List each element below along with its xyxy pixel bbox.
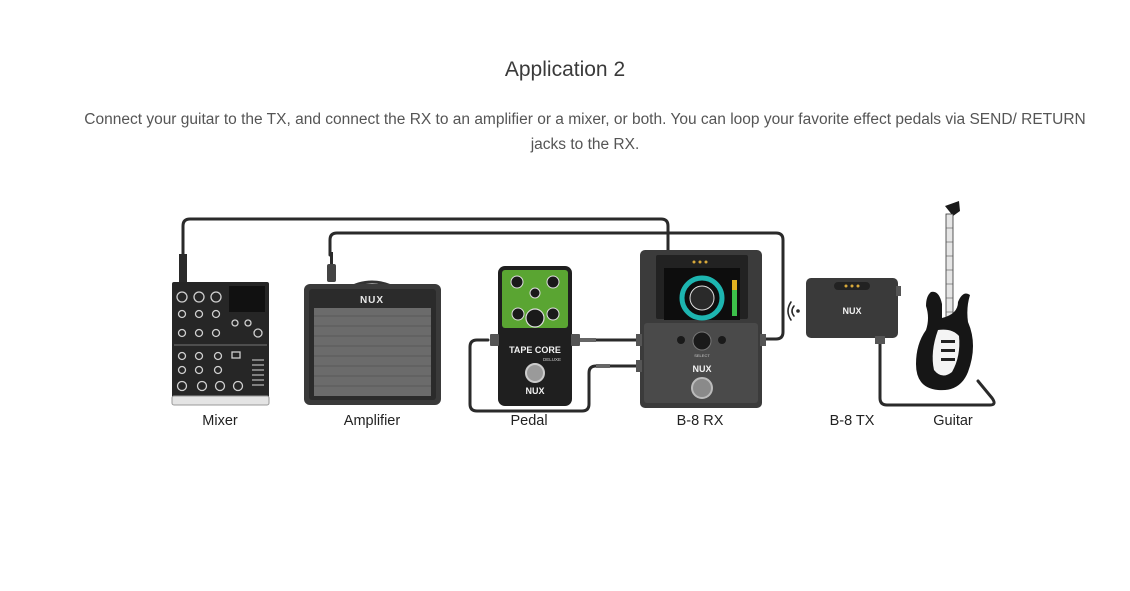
rx-select-label: SELECT (694, 353, 710, 358)
rx-logo: NUX (692, 364, 711, 374)
pedal-label: Pedal (510, 413, 548, 429)
pedal-logo: NUX (525, 386, 544, 396)
tx-logo: NUX (842, 306, 861, 316)
mixer-cable (181, 217, 670, 264)
rx-label: B-8 RX (676, 413, 724, 429)
amplifier-label: Amplifier (343, 413, 401, 429)
page-description: Connect your guitar to the TX, and conne… (84, 111, 1086, 153)
mixer-device (171, 254, 270, 406)
wireless-signal-icon (787, 301, 800, 321)
mixer-label: Mixer (202, 413, 238, 429)
guitar-illustration (916, 201, 973, 391)
pedal-device: TAPE CORE DELUXE NUX (490, 266, 610, 406)
guitar-cable (878, 338, 996, 407)
send-cable (468, 338, 638, 413)
rx-device: SELECT NUX (636, 250, 766, 408)
tx-device: NUX (806, 278, 901, 344)
page-title: Application 2 (504, 58, 626, 81)
guitar-label: Guitar (933, 413, 973, 429)
tx-label: B-8 TX (829, 413, 875, 429)
pedal-subname: DELUXE (543, 357, 561, 362)
amp-logo: NUX (360, 295, 384, 306)
amp-cable (328, 231, 785, 341)
amplifier-device: NUX (304, 252, 441, 405)
pedal-name: TAPE CORE (509, 345, 561, 355)
cables (181, 217, 996, 413)
